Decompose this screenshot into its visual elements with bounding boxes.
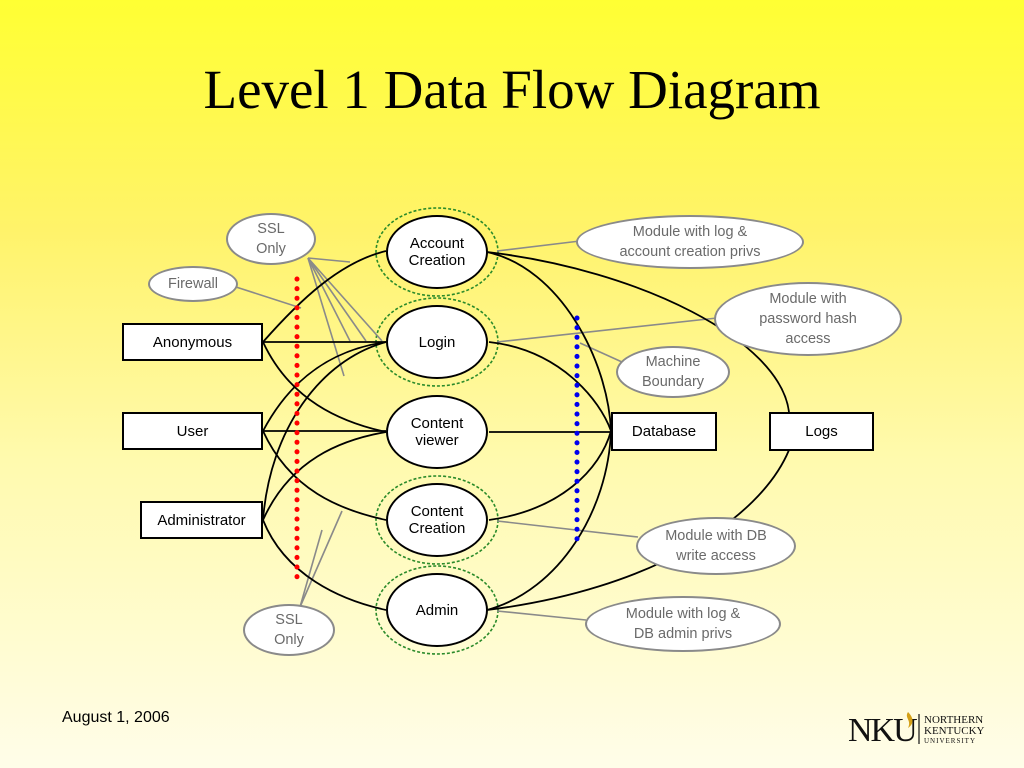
flow-user-creation [262,430,387,521]
note-ssl-only-top: SSL Only [226,213,316,265]
leader-ssl-top-1 [307,257,351,263]
ssl-ring-admin [375,565,499,655]
note-machine-boundary: Machine Boundary [616,346,730,398]
process-account-creation-label: Account Creation [408,235,466,269]
note-module-log-account: Module with log & account creation privs [576,215,804,269]
flow-login-database [488,341,612,432]
leader-module-db-write [496,520,639,538]
flow-anonymous-viewer [262,341,387,433]
process-login-label: Login [418,333,456,351]
note-module-db-write-label: Module with DB write access [665,528,767,564]
leader-ssl-top-3 [307,257,367,342]
leader-ssl-top-2 [307,257,383,342]
leader-ssl-bottom-2 [299,529,323,608]
process-login: Login [386,305,488,379]
flow-admin-login [262,341,387,521]
slide-title: Level 1 Data Flow Diagram [203,59,821,120]
nku-logo-line2: KENTUCKY [924,725,985,737]
note-firewall-label: Firewall [168,276,218,292]
leader-module-log-account [496,240,581,252]
flow-anonymous-account [262,250,387,343]
footer-date: August 1, 2006 [62,709,170,726]
entity-anonymous: Anonymous [122,323,263,361]
nku-logo-line3: UNIVERSITY [924,737,976,745]
leader-module-password-hash [496,317,718,343]
note-module-log-db-admin-label: Module with log & DB admin privs [625,606,741,642]
leader-ssl-top-4 [307,257,351,342]
process-content-viewer: Content viewer [386,395,488,469]
note-ssl-only-bottom: SSL Only [243,604,335,656]
process-admin-label: Admin [415,601,459,619]
note-ssl-only-bottom-label: SSL Only [274,612,304,648]
nku-logo-monogram: NKU [848,712,917,748]
flow-account-logs [486,251,790,413]
nku-logo: NKU NORTHERN KENTUCKY UNIVERSITY [848,712,985,748]
flow-user-login [262,341,387,432]
note-module-db-write: Module with DB write access [636,517,796,575]
note-module-password-hash: Module with password hash access [714,282,902,356]
leader-machine-boundary [579,342,623,363]
nku-logo-flame-icon [906,712,913,728]
entity-user: User [122,412,263,450]
flow-admin-admin [262,519,387,611]
ssl-ring-account-creation [375,207,499,297]
leader-firewall [235,286,302,309]
entity-database: Database [611,412,717,451]
ssl-ring-content-creation [375,475,499,565]
flow-admin-viewer [262,431,387,521]
nku-logo-line1: NORTHERN [924,714,983,726]
flow-account-database [486,251,612,432]
note-firewall: Firewall [148,266,238,302]
process-account-creation: Account Creation [386,215,488,289]
note-module-password-hash-label: Module with password hash access [759,291,857,347]
flow-creation-database [488,430,612,521]
note-module-log-account-label: Module with log & account creation privs [619,224,761,260]
note-module-log-db-admin: Module with log & DB admin privs [585,596,781,652]
entity-logs: Logs [769,412,874,451]
process-content-creation: Content Creation [386,483,488,557]
note-ssl-only-top-label: SSL Only [256,221,286,257]
process-content-creation-label: Content Creation [408,503,466,537]
leader-ssl-bottom-1 [299,510,343,608]
leader-module-log-db-admin [496,610,587,621]
process-content-viewer-label: Content viewer [410,415,464,449]
entity-administrator: Administrator [140,501,263,539]
flow-admin-database [486,430,612,611]
note-machine-boundary-label: Machine Boundary [641,354,705,390]
process-admin: Admin [386,573,488,647]
